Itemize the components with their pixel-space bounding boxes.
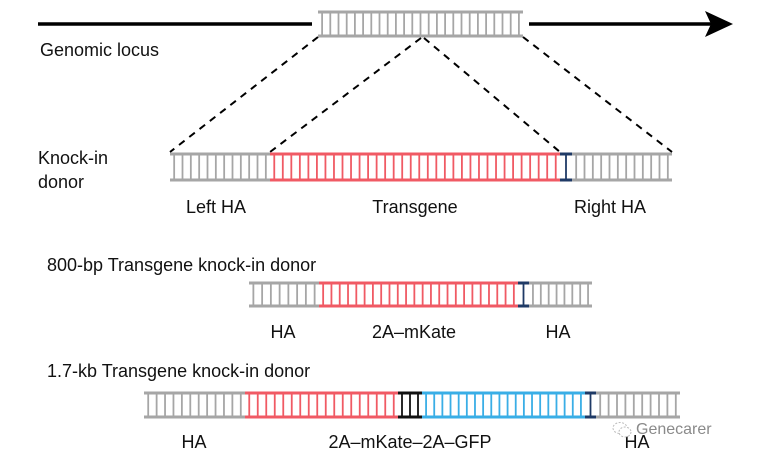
genomic-locus-ladder [318, 10, 523, 38]
ladder-segment-right-ha [572, 152, 672, 182]
ladder-segment-gfp [422, 391, 585, 419]
knock-in-donor-label-line2: donor [38, 172, 85, 192]
knock-in-donor-label-line1: Knock-in [38, 148, 109, 168]
ladder-segment-right-ha [529, 281, 592, 308]
donor-1-7kb-right-ha-label: HA [624, 432, 650, 452]
donor-1-7kb-left-ha-label: HA [181, 432, 207, 452]
right-arrow-icon [705, 11, 733, 37]
donor-800bp-ladder [249, 281, 592, 308]
donor-1-7kb-title: 1.7-kb Transgene knock-in donor [47, 361, 311, 381]
transgene-label: Transgene [372, 197, 458, 217]
dashed-line-left-inner [269, 37, 422, 153]
dashed-line-right-inner [423, 37, 561, 153]
donor-1-7kb-transgene-label: 2A–mKate–2A–GFP [328, 432, 492, 452]
right-ha-label: Right HA [573, 197, 647, 217]
watermark-text: Genecarer [636, 421, 712, 438]
ladder-segment-left-ha [249, 281, 319, 308]
ladder-segment-left-ha [170, 152, 270, 182]
knock-in-donor-ladder [170, 152, 672, 182]
ladder-segment-stop [585, 391, 596, 419]
ladder-segment-stop [560, 152, 572, 182]
watermark: Genecarer [612, 421, 712, 439]
donor-800bp-title: 800-bp Transgene knock-in donor [47, 255, 317, 275]
donor-800bp-left-ha-label: HA [270, 322, 296, 342]
ladder-segment-mkate [245, 391, 398, 419]
dashed-line-left-outer [169, 36, 319, 153]
ladder-segment-left-ha [144, 391, 245, 419]
ladder-segment-right-ha [596, 391, 680, 419]
ladder-segment-2a-linker [398, 391, 422, 419]
ladder-segment-2a-mkate [319, 281, 518, 308]
genomic-locus-label: Genomic locus [40, 40, 160, 60]
ladder-segment-transgene [270, 152, 560, 182]
donor-1-7kb-ladder [144, 391, 680, 419]
ladder-segment-locus [318, 10, 523, 38]
wechat-icon [612, 422, 632, 438]
dashed-line-right-outer [522, 36, 673, 153]
donor-800bp-transgene-label: 2A–mKate [371, 322, 457, 342]
donor-800bp-right-ha-label: HA [545, 322, 571, 342]
left-ha-label: Left HA [185, 197, 247, 217]
ladder-segment-stop [518, 281, 529, 308]
